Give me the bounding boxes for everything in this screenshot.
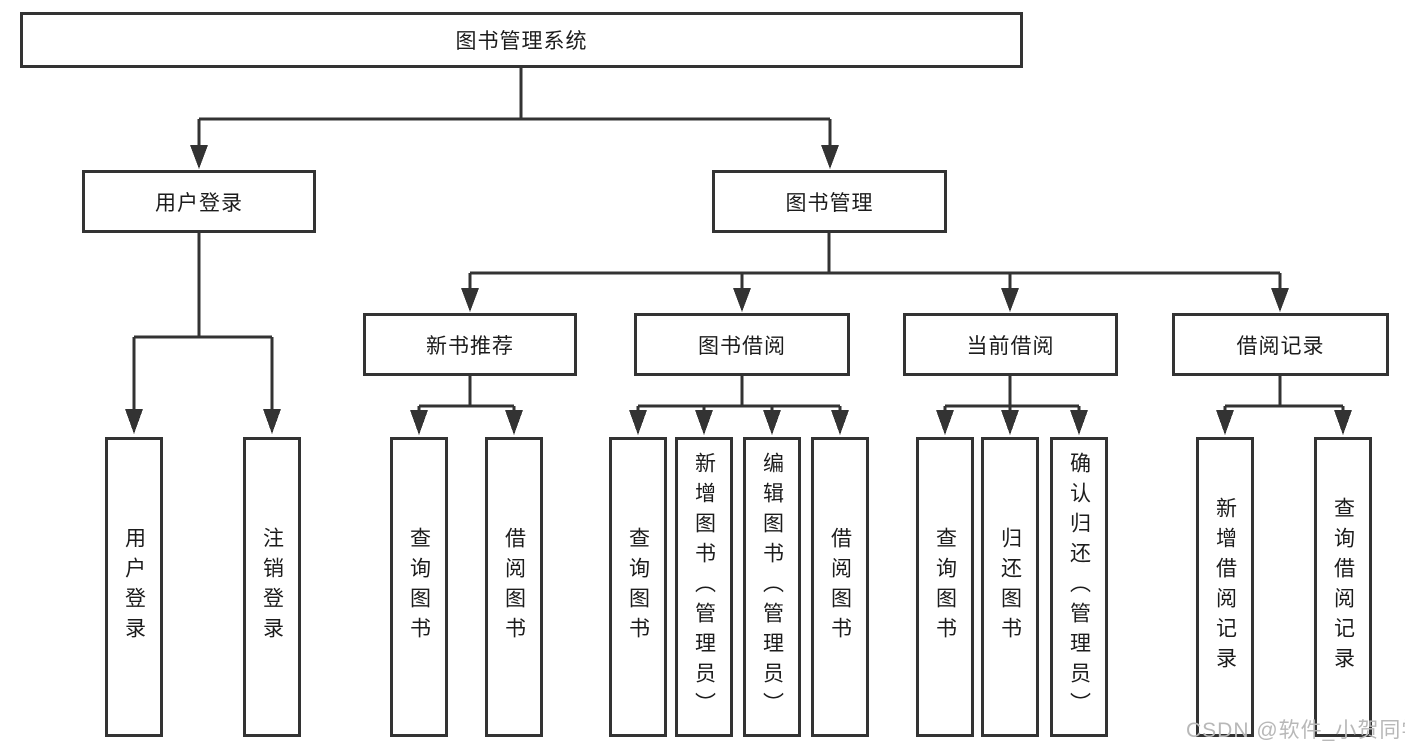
- node-label: 当前借阅: [966, 334, 1055, 358]
- node-book-borrow: 图书借阅: [634, 313, 850, 376]
- leaf-query-borrow-record: 查询借阅记录: [1314, 437, 1372, 737]
- leaf-query-books-borrow: 查询图书: [609, 437, 667, 737]
- watermark-text: CSDN @软件_小贺同学: [1186, 719, 1405, 742]
- leaf-label: 编辑图书（管理员）: [760, 452, 784, 722]
- node-book-management: 图书管理: [712, 170, 947, 233]
- leaf-edit-books-admin: 编辑图书（管理员）: [743, 437, 801, 737]
- node-label: 借阅记录: [1236, 334, 1325, 358]
- node-label: 用户登录: [155, 191, 243, 215]
- leaf-label: 查询图书: [626, 527, 650, 647]
- node-current-borrow: 当前借阅: [903, 313, 1118, 376]
- leaf-user-login: 用户登录: [105, 437, 163, 737]
- node-label: 图书管理: [785, 191, 874, 215]
- leaf-label: 查询图书: [407, 527, 431, 647]
- leaf-logout: 注销登录: [243, 437, 301, 737]
- leaf-label: 新增图书（管理员）: [692, 452, 716, 722]
- leaf-label: 借阅图书: [828, 527, 852, 647]
- node-user-login-group: 用户登录: [82, 170, 316, 233]
- leaf-label: 归还图书: [998, 527, 1022, 647]
- leaf-borrow-books: 借阅图书: [811, 437, 869, 737]
- node-root-label: 图书管理系统: [455, 30, 588, 53]
- node-borrow-records: 借阅记录: [1172, 313, 1389, 376]
- node-label: 图书借阅: [698, 334, 786, 358]
- leaf-label: 查询借阅记录: [1331, 497, 1355, 677]
- node-label: 新书推荐: [426, 334, 514, 358]
- leaf-query-books-recommend: 查询图书: [390, 437, 448, 737]
- leaf-add-books-admin: 新增图书（管理员）: [675, 437, 733, 737]
- leaf-label: 确认归还（管理员）: [1067, 452, 1091, 722]
- leaf-label: 新增借阅记录: [1213, 497, 1237, 677]
- leaf-label: 查询图书: [933, 527, 957, 647]
- leaf-confirm-return-admin: 确认归还（管理员）: [1050, 437, 1108, 737]
- leaf-label: 用户登录: [122, 527, 146, 647]
- node-new-book-recommend: 新书推荐: [363, 313, 577, 376]
- leaf-query-books-current: 查询图书: [916, 437, 974, 737]
- leaf-return-books: 归还图书: [981, 437, 1039, 737]
- leaf-label: 借阅图书: [502, 527, 526, 647]
- leaf-add-borrow-record: 新增借阅记录: [1196, 437, 1254, 737]
- leaf-borrow-books-recommend: 借阅图书: [485, 437, 543, 737]
- leaf-label: 注销登录: [260, 527, 284, 647]
- node-root-system: 图书管理系统: [20, 12, 1023, 68]
